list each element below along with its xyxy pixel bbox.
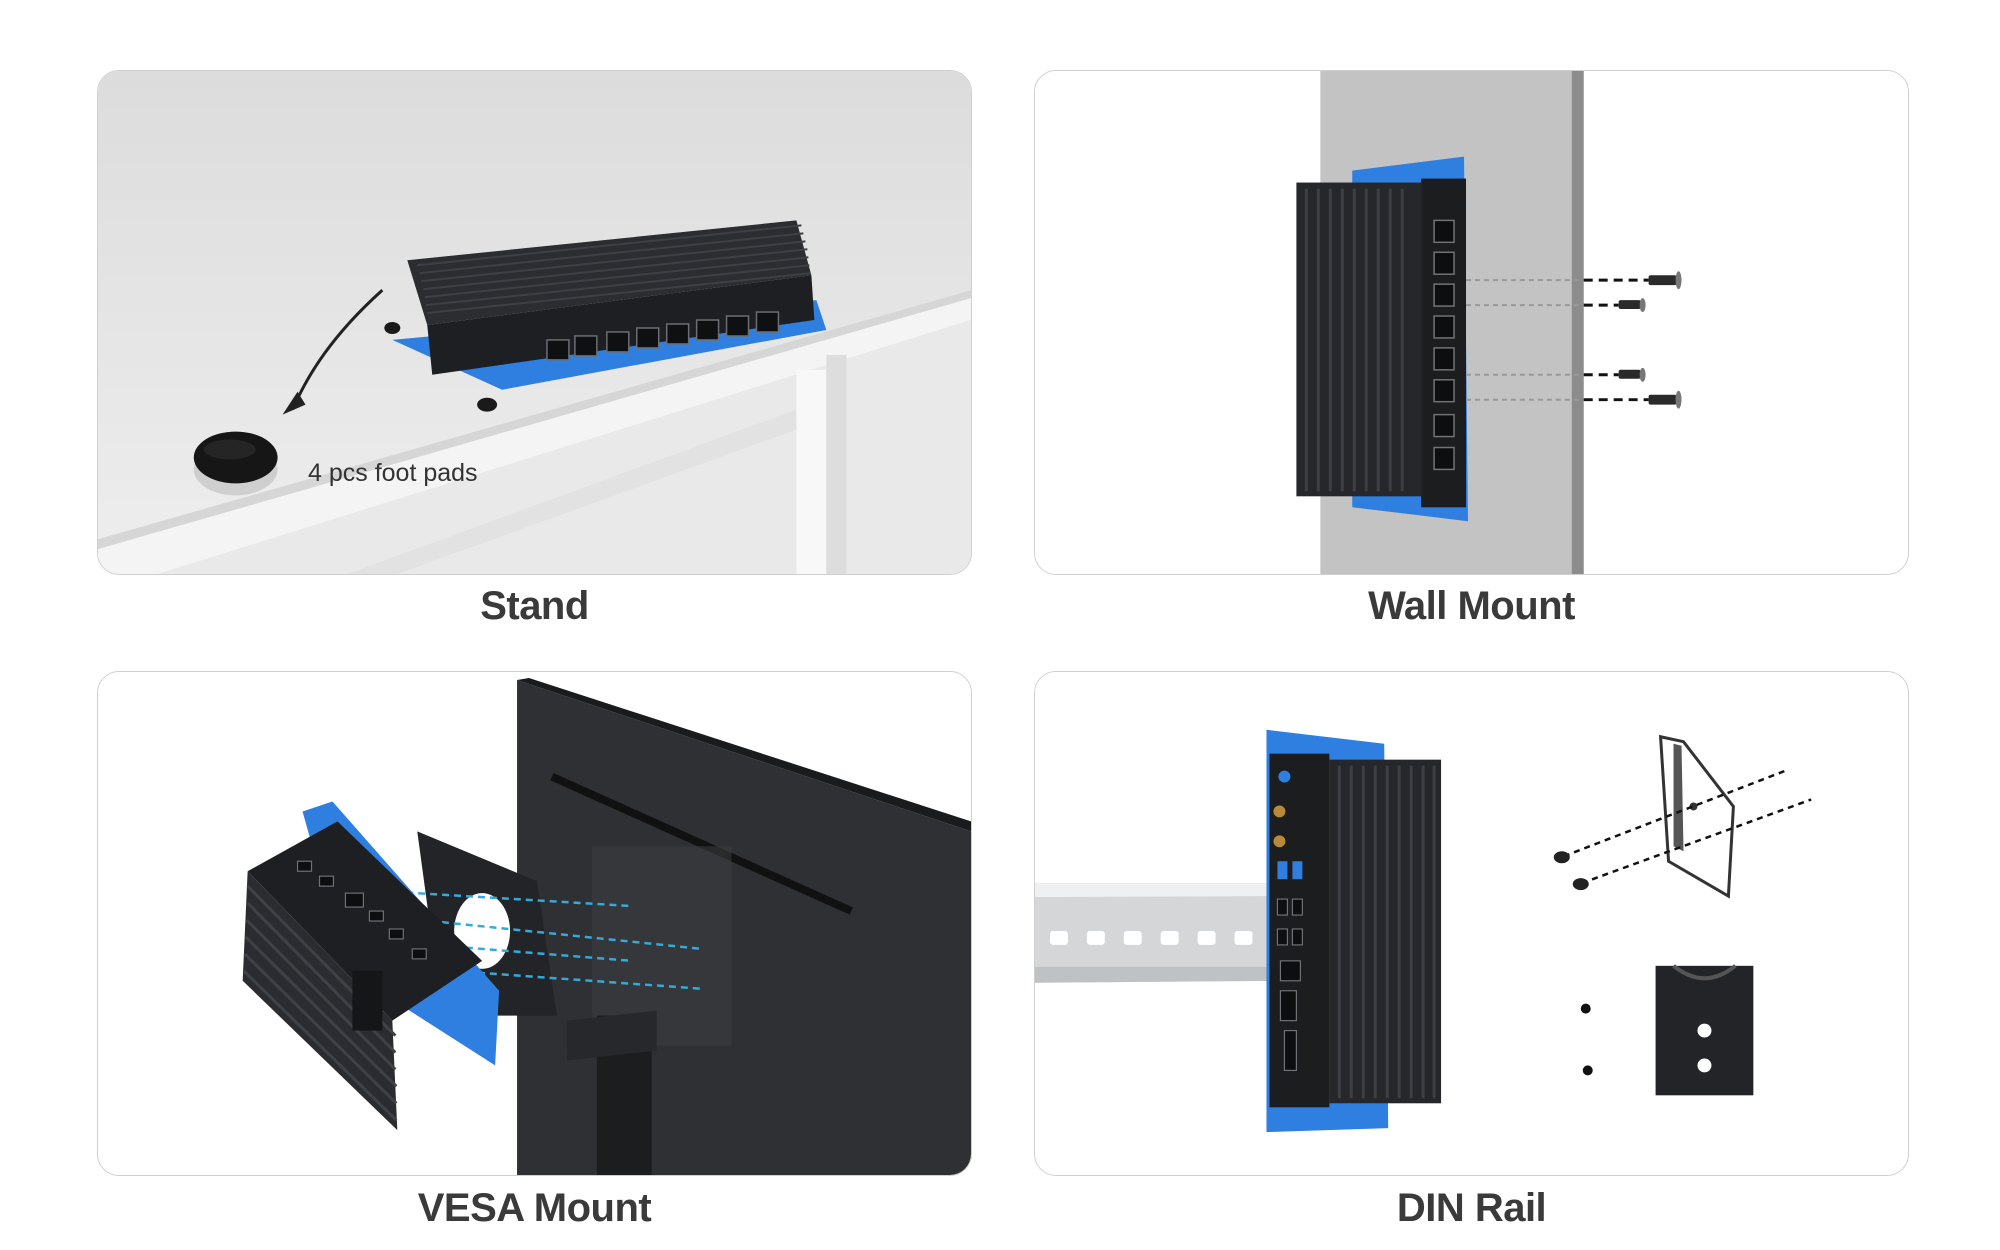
vesa-mount-caption: VESA Mount — [417, 1186, 652, 1230]
din-rail — [1035, 883, 1280, 983]
din-clip-icon — [1658, 734, 1735, 899]
din-rail-caption: DIN Rail — [1396, 1186, 1547, 1230]
stand-illustration — [98, 71, 971, 574]
wall-mount-illustration — [1035, 71, 1908, 574]
wall-mount-caption: Wall Mount — [1368, 584, 1575, 628]
stand-panel: 4 pcs foot pads — [97, 70, 972, 575]
wall-mount-panel — [1034, 70, 1909, 575]
screw-icon — [1553, 851, 1589, 891]
din-rail-panel — [1034, 671, 1909, 1176]
vesa-mount-panel — [97, 671, 972, 1176]
din-rail-illustration — [1035, 672, 1908, 1175]
vesa-mount-illustration — [98, 672, 971, 1175]
screw-icon — [1618, 271, 1682, 409]
device-body — [407, 220, 812, 325]
foot-pad-note: 4 pcs foot pads — [308, 459, 478, 487]
stand-caption: Stand — [480, 584, 589, 628]
